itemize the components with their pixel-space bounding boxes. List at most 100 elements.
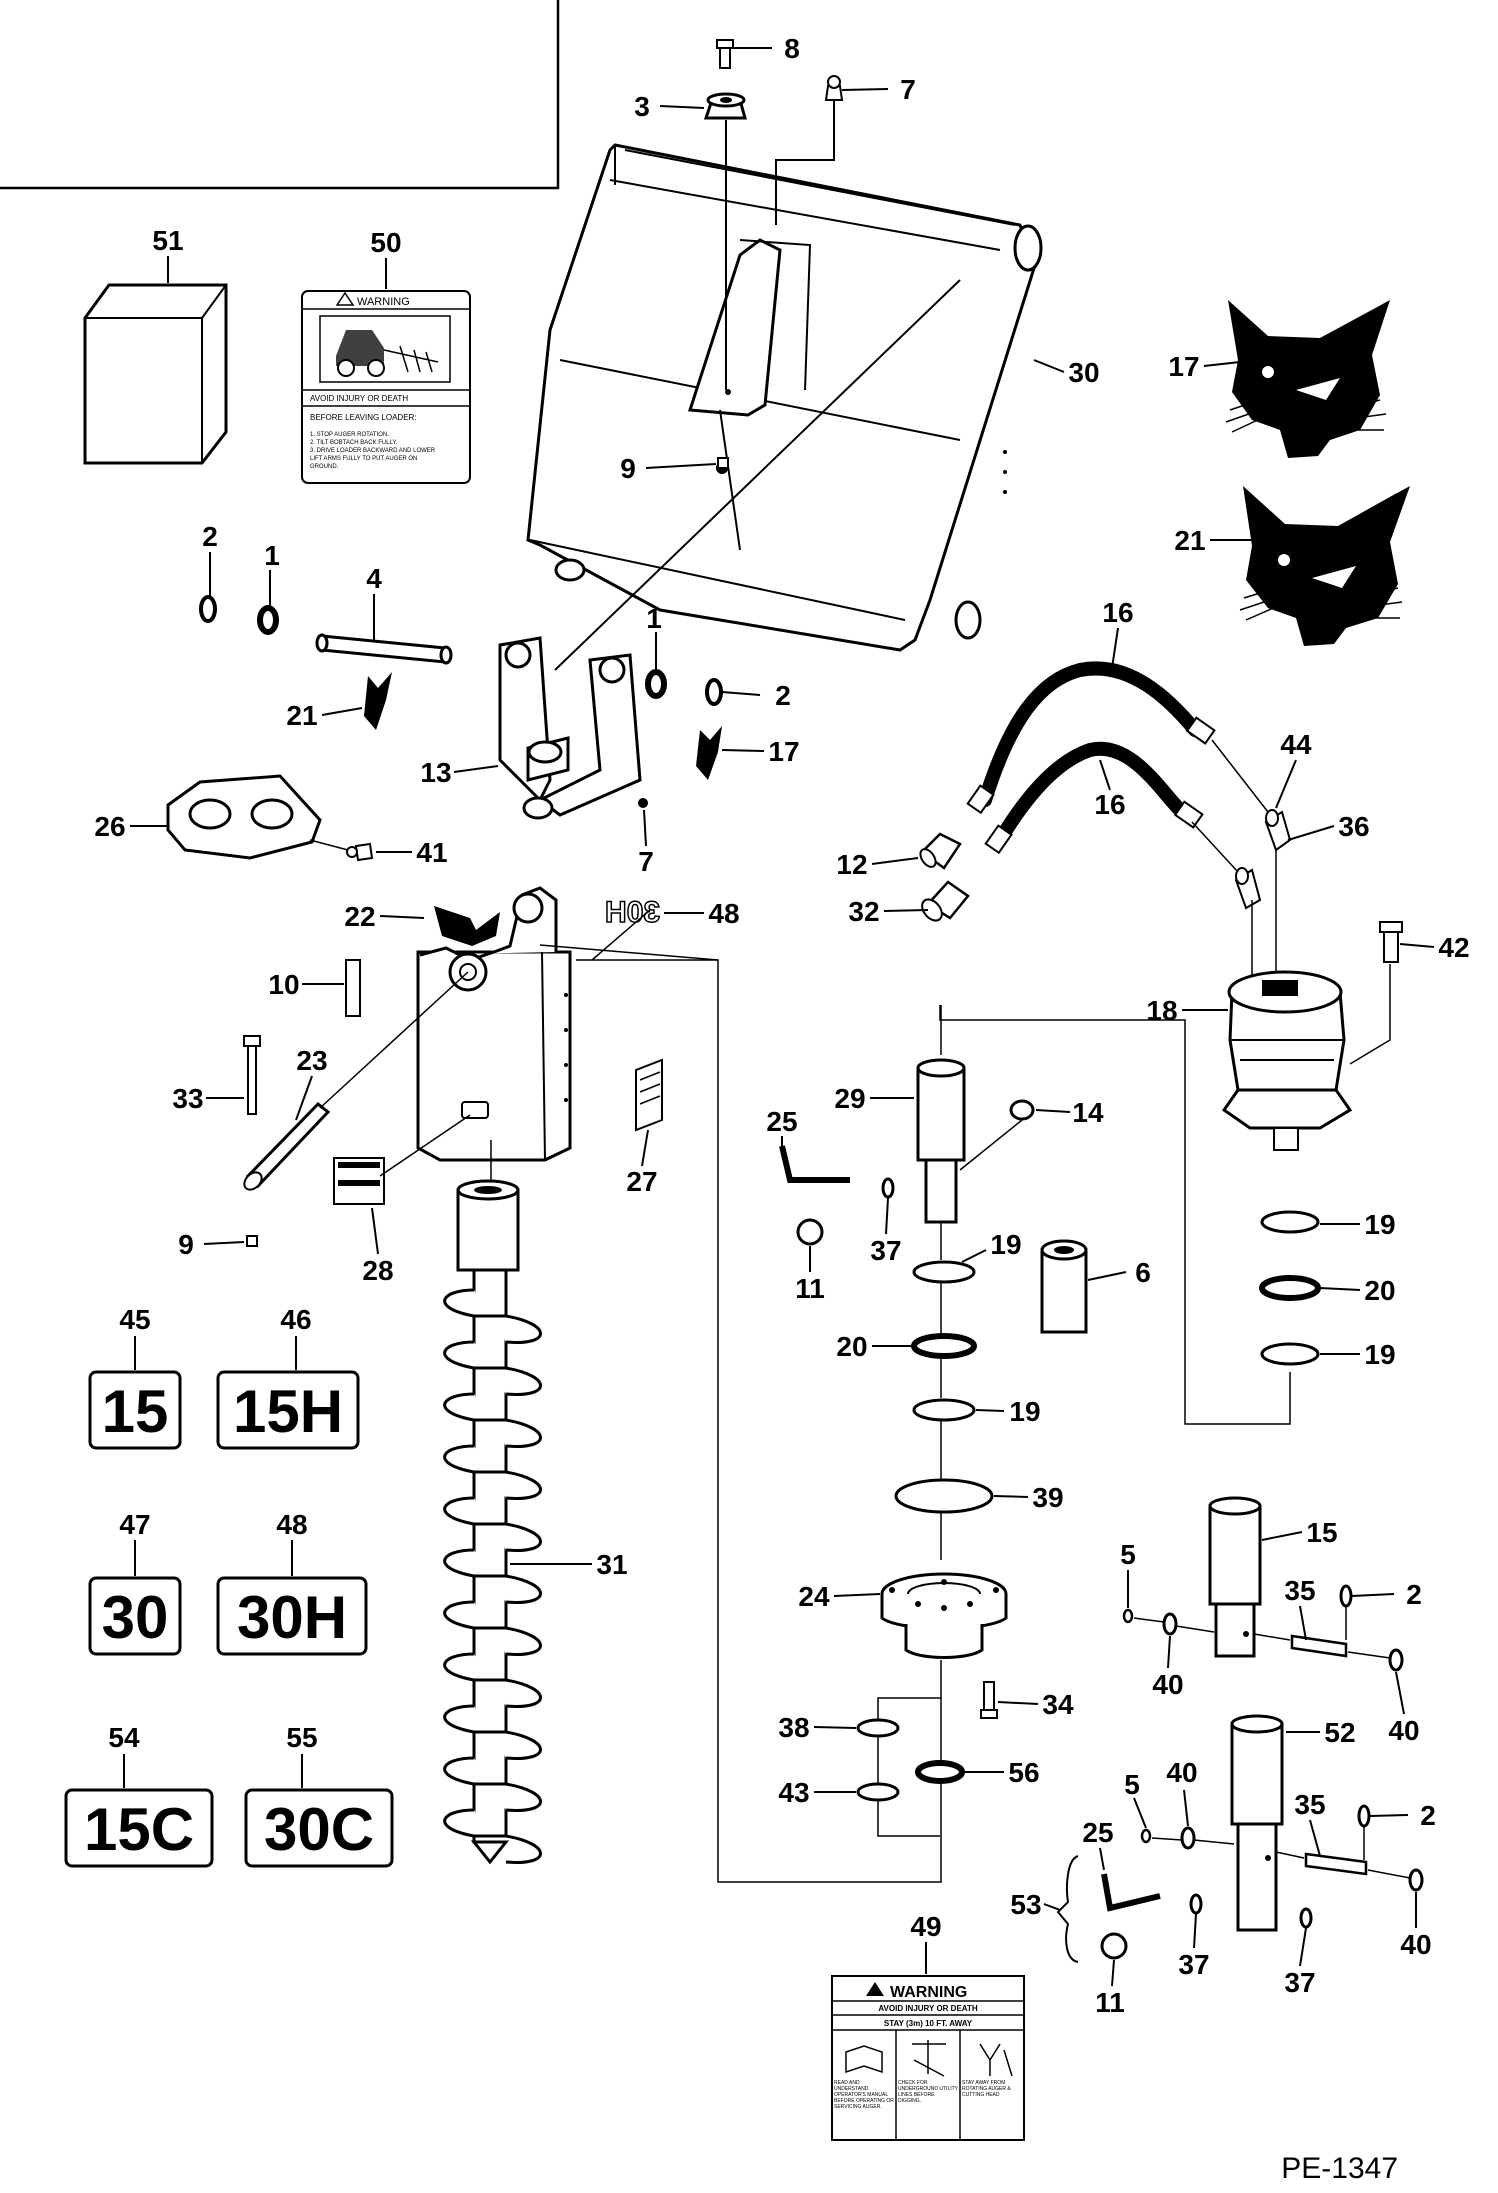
title-block-frame xyxy=(0,0,560,190)
washer-5-lower xyxy=(1140,1828,1152,1844)
warning-small-subtitle: AVOID INJURY OR DEATH xyxy=(310,394,408,403)
fitting-41 xyxy=(346,842,374,862)
hitch-pin-25-lower xyxy=(1101,1873,1161,1912)
warning-small-line-2: 2. TILT BOBTACH BACK FULLY. xyxy=(310,440,398,446)
callout-40: 40 xyxy=(1388,1715,1419,1746)
callout-37: 37 xyxy=(1284,1967,1315,1998)
hydraulic-hoses xyxy=(966,661,1216,855)
rubber-bumper xyxy=(703,92,747,120)
callout-1: 1 xyxy=(264,540,280,571)
utility-lines-icon xyxy=(912,2040,946,2077)
loader-icon xyxy=(336,330,439,377)
callout-leader-2 xyxy=(1351,1593,1395,1597)
callout-2: 2 xyxy=(775,680,791,711)
decal-54-text: 15C xyxy=(84,1796,194,1863)
elbow-fitting-lower xyxy=(1234,867,1262,910)
auger-flighting xyxy=(443,1179,542,1865)
callout-leader-38 xyxy=(813,1726,857,1729)
callout-14: 14 xyxy=(1072,1097,1104,1128)
decal-46-15h: 15H xyxy=(216,1370,360,1450)
callout-leader-22 xyxy=(379,915,425,919)
retaining-ring-14 xyxy=(1009,1099,1035,1121)
auger-flight xyxy=(443,1808,542,1864)
callout-leader-19 xyxy=(961,1249,987,1263)
bolt-34 xyxy=(980,1681,998,1719)
callout-34: 34 xyxy=(1042,1689,1074,1720)
decal-55-30c: 30C xyxy=(244,1788,394,1868)
callout-49: 49 xyxy=(910,1911,941,1942)
warning-small-heading: BEFORE LEAVING LOADER: xyxy=(310,413,417,422)
shaft-52 xyxy=(1230,1714,1284,1932)
auger-mount-bracket xyxy=(498,636,642,820)
auger-flight xyxy=(443,1496,542,1552)
decal-28 xyxy=(333,1157,385,1205)
leader-48-mirrored xyxy=(591,909,651,961)
callout-37: 37 xyxy=(870,1235,901,1266)
callout-leader-37 xyxy=(1193,1913,1197,1949)
callout-25: 25 xyxy=(1082,1817,1113,1848)
callout-16: 16 xyxy=(1102,597,1133,628)
quick-coupler-female-32 xyxy=(921,880,970,922)
callout-leader-17 xyxy=(721,749,765,752)
callout-40: 40 xyxy=(1400,1929,1431,1960)
callout-55: 55 xyxy=(286,1722,317,1753)
leader-shaft-15 xyxy=(1133,1606,1391,1659)
callout-6: 6 xyxy=(1135,1257,1151,1288)
callout-29: 29 xyxy=(834,1083,865,1114)
pin-4 xyxy=(315,633,453,665)
bracket-53 xyxy=(1056,1855,1079,1963)
callout-leader-19 xyxy=(975,1409,1005,1412)
warning-large-distance: STAY (3m) 10 FT. AWAY xyxy=(884,2019,973,2028)
callout-leader-14 xyxy=(1035,1109,1071,1113)
callout-leader-30 xyxy=(1033,359,1065,373)
decal-48-mirrored: 30H xyxy=(605,896,660,929)
auger-flight xyxy=(443,1288,542,1344)
callout-28: 28 xyxy=(362,1255,393,1286)
leader-13-to-frame xyxy=(554,279,961,671)
callout-leader-15 xyxy=(1261,1531,1303,1541)
warning-cell-1: READ AND UNDERSTAND OPERATOR'S MANUAL BE… xyxy=(834,2080,894,2110)
seal-20-center xyxy=(911,1333,977,1359)
callout-leader-25 xyxy=(1099,1847,1105,1871)
auger-flight xyxy=(443,1704,542,1760)
bobcat-decal-small-17 xyxy=(696,726,722,780)
callout-leader-37 xyxy=(1299,1927,1307,1967)
callout-22: 22 xyxy=(344,901,375,932)
callout-8: 8 xyxy=(784,33,800,64)
callout-leader-5 xyxy=(1133,1797,1147,1829)
callout-16: 16 xyxy=(1094,789,1125,820)
callout-leader-27 xyxy=(641,1129,649,1167)
snap-ring-left xyxy=(199,595,217,623)
drive-shaft-29 xyxy=(916,1058,966,1224)
leader-23 xyxy=(319,971,469,1109)
callout-leader-44 xyxy=(1275,759,1297,809)
warning-small-title: WARNING xyxy=(357,296,410,308)
callout-13: 13 xyxy=(420,757,451,788)
callout-2: 2 xyxy=(1420,1800,1436,1831)
leader-lower-stack xyxy=(576,959,942,1883)
callout-leader-40 xyxy=(1395,1671,1405,1715)
auger-drive-housing xyxy=(416,886,572,1162)
seal-20-motor xyxy=(1259,1275,1321,1301)
callout-leader-40 xyxy=(1183,1789,1189,1827)
leader-hoses-to-motor xyxy=(1191,739,1277,975)
warning-cell-2: CHECK FOR UNDERGROUND UTILITY LINES BEFO… xyxy=(898,2080,958,2104)
auger-flight xyxy=(443,1652,542,1708)
callout-12: 12 xyxy=(836,849,867,880)
callout-35: 35 xyxy=(1284,1575,1315,1606)
callout-37: 37 xyxy=(1178,1949,1209,1980)
callout-leader-28 xyxy=(371,1207,379,1255)
callout-50: 50 xyxy=(370,227,401,258)
decal-47-text: 30 xyxy=(102,1584,169,1651)
leader-26-41 xyxy=(309,839,349,851)
callout-leader-53 xyxy=(1043,1903,1061,1911)
washer-40-lower-right xyxy=(1408,1868,1424,1892)
callout-leader-42 xyxy=(1399,943,1435,948)
callout-51: 51 xyxy=(152,225,183,256)
manual-icon xyxy=(845,2045,883,2074)
callout-24: 24 xyxy=(798,1581,830,1612)
callout-leader-13 xyxy=(453,765,499,773)
snap-ring-2-upper xyxy=(1339,1584,1353,1608)
lynch-clip-11 xyxy=(796,1218,824,1246)
